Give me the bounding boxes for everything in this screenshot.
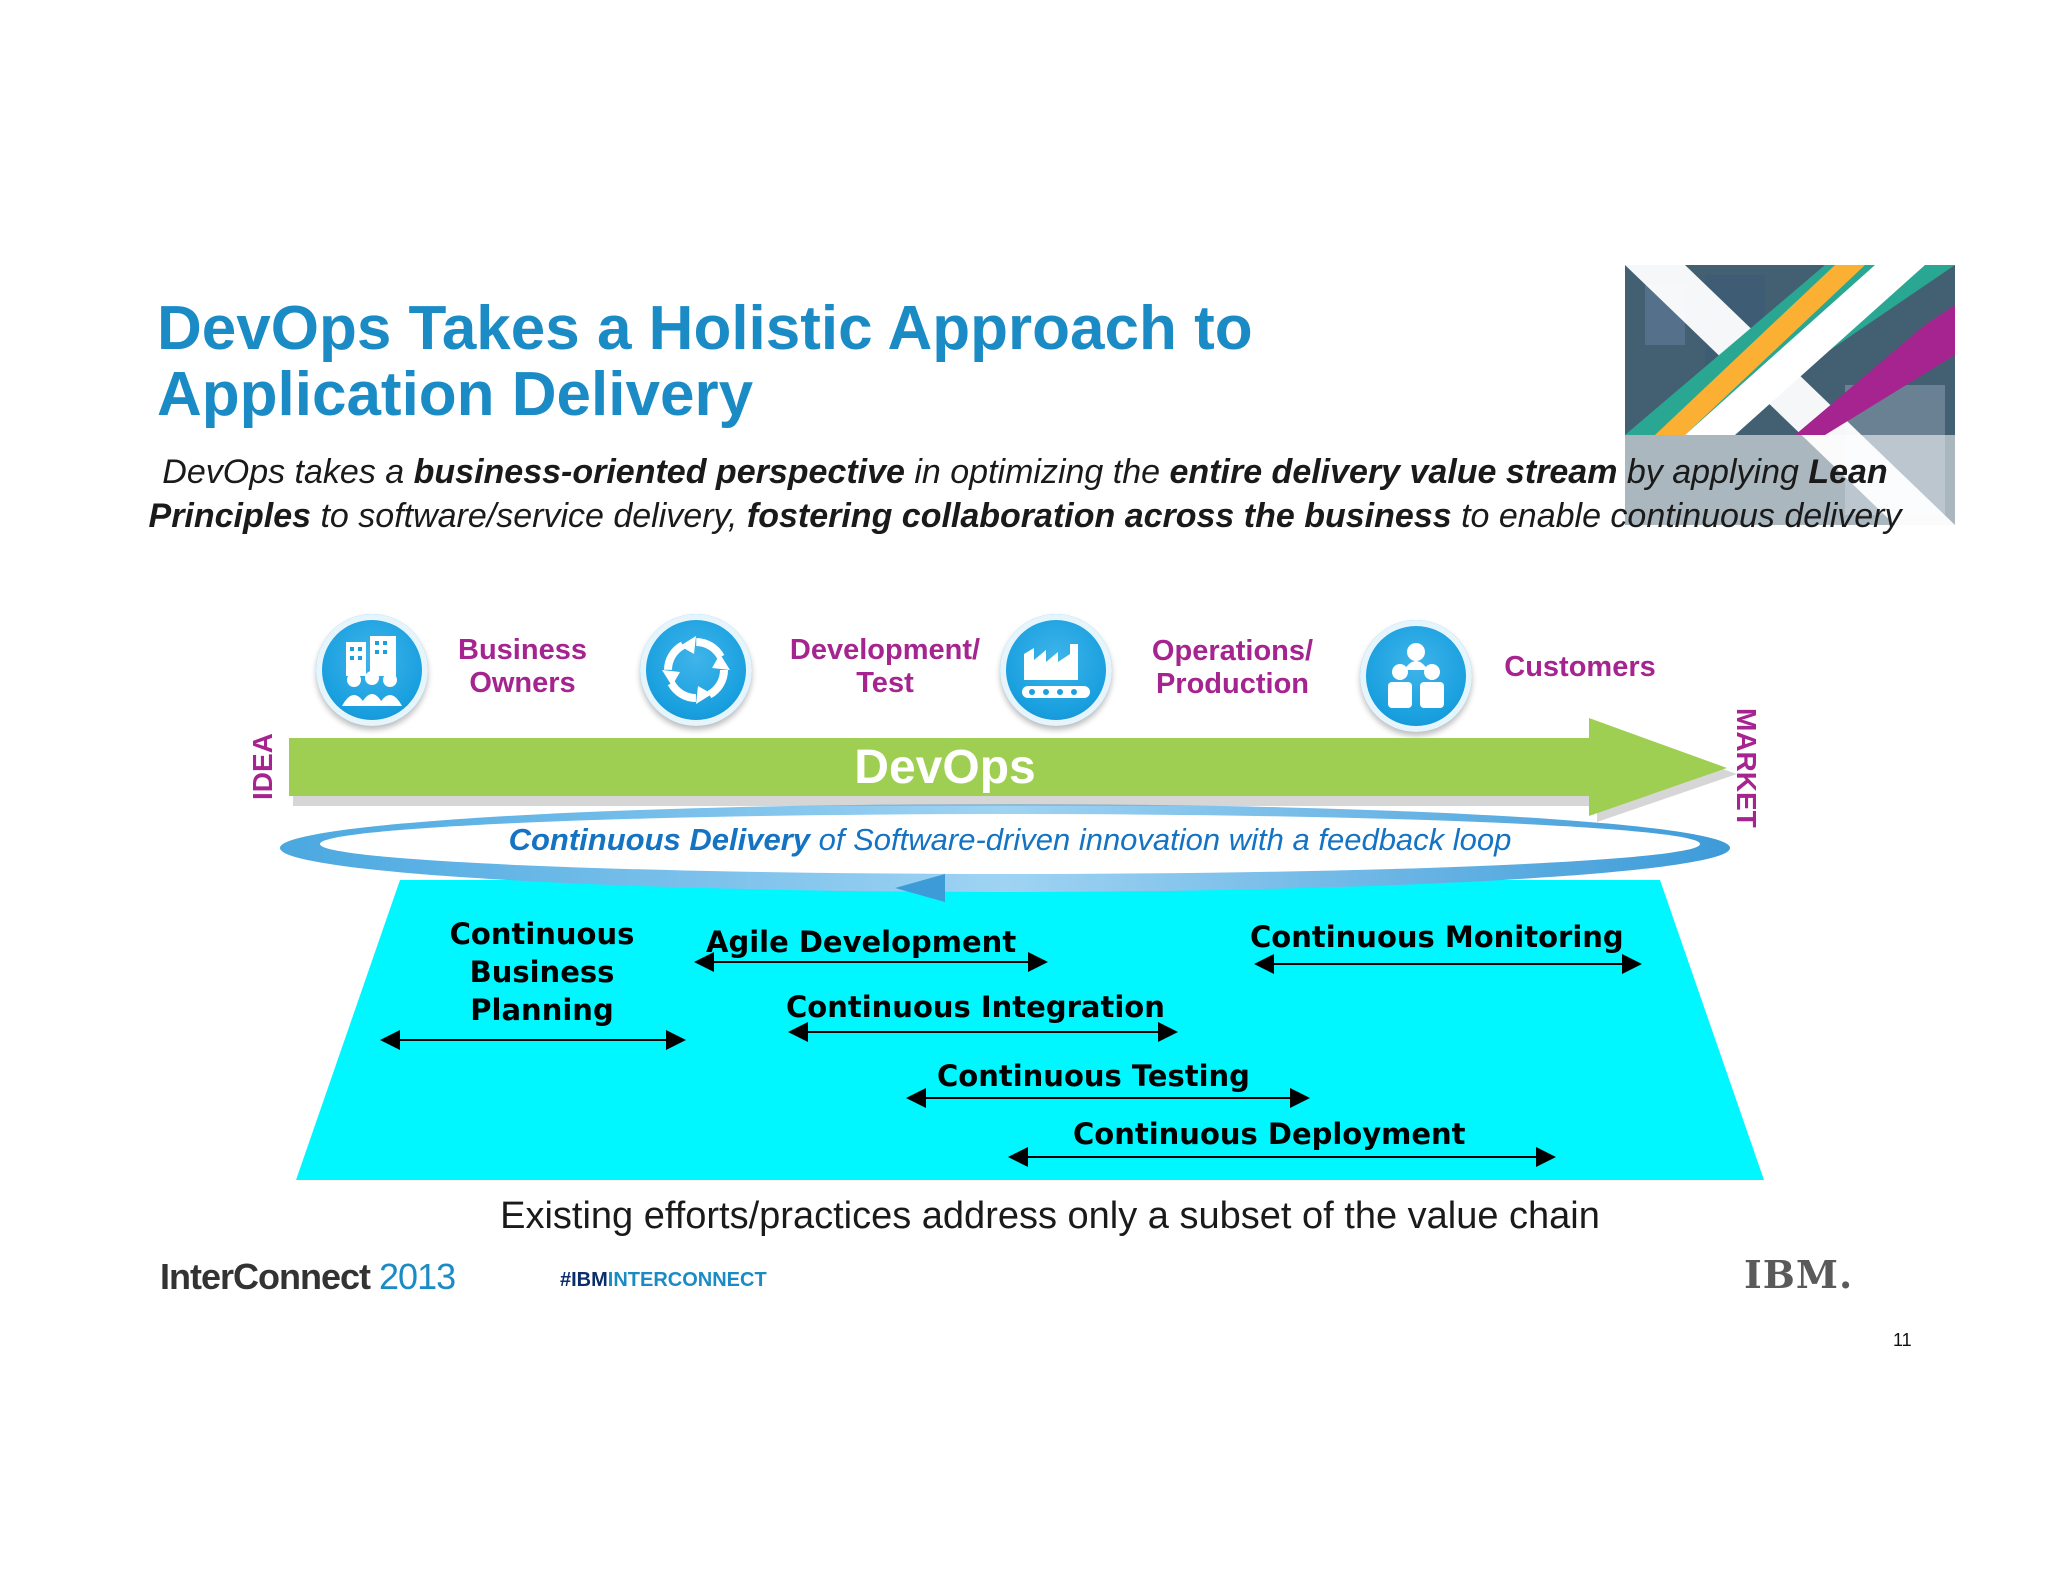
subtitle-emphasis: entire delivery value stream — [1169, 453, 1618, 491]
brand-year: 2013 — [379, 1256, 456, 1297]
practice-label-line: Planning — [470, 993, 614, 1027]
subtitle-text: by applying — [1617, 453, 1809, 491]
continuous-delivery-emphasis: Continuous Delivery — [508, 822, 811, 857]
subtitle-emphasis: business-oriented perspective — [413, 453, 905, 491]
brand-name: InterConnect — [160, 1256, 371, 1297]
subtitle-text: DevOps takes a — [162, 453, 414, 491]
subtitle-text: to software/service delivery, — [311, 497, 747, 535]
hashtag-prefix: #IBM — [560, 1269, 608, 1291]
practice-continuous-deployment: Continuous Deployment — [1073, 1117, 1466, 1151]
actor-label-operations-production: Operations/ Production — [1130, 635, 1335, 701]
actor-label-line: Development/ — [789, 634, 981, 666]
practice-continuous-business-planning: Continuous Business Planning — [437, 915, 647, 1029]
interconnect-logo: InterConnect 2013 — [160, 1256, 456, 1298]
subtitle-emphasis: Lean Principles — [148, 453, 1888, 535]
actor-label-business-owners: Business Owners — [430, 634, 615, 700]
practice-label-line: Continuous — [449, 917, 635, 951]
bottom-note: Existing efforts/practices address only … — [500, 1195, 1600, 1237]
subtitle-emphasis: fostering collaboration across the busin… — [746, 497, 1452, 535]
practice-continuous-testing: Continuous Testing — [937, 1059, 1250, 1093]
subtitle-text: in optimizing the — [904, 453, 1170, 491]
devops-arrow — [289, 718, 1737, 822]
page-number: 11 — [1893, 1330, 1912, 1350]
cycle-arrows-icon — [640, 614, 752, 726]
devops-arrow-label: DevOps — [854, 741, 1036, 794]
slide-title-line2: Application Delivery — [157, 360, 754, 429]
subtitle-paragraph: DevOps takes a business-oriented perspec… — [140, 450, 1910, 538]
slide-title: DevOps Takes a Holistic Approach to Appl… — [157, 296, 1457, 428]
practice-continuous-integration: Continuous Integration — [786, 990, 1165, 1024]
actor-label-line: Owners — [469, 667, 576, 699]
actor-label-line: Test — [856, 667, 914, 699]
actor-label-line: Customers — [1504, 651, 1656, 683]
customers-group-icon — [1360, 620, 1472, 732]
actor-label-line: Business — [458, 634, 587, 666]
practice-agile-development: Agile Development — [706, 925, 1017, 959]
event-hashtag: #IBMINTERCONNECT — [560, 1269, 767, 1292]
ibm-logo: IBM. — [1744, 1252, 1854, 1297]
slide-title-line1: DevOps Takes a Holistic Approach to — [157, 294, 1253, 363]
continuous-delivery-text: of Software-driven innovation with a fee… — [810, 822, 1512, 857]
feedback-loop-ellipse — [280, 804, 1730, 902]
buildings-people-icon — [316, 614, 428, 726]
factory-conveyor-icon — [1000, 614, 1112, 726]
actor-label-development-test: Development/ Test — [770, 634, 1000, 700]
hashtag-suffix: INTERCONNECT — [607, 1269, 767, 1291]
actor-label-line: Operations/ — [1151, 635, 1314, 667]
practice-label-line: Business — [469, 955, 615, 989]
continuous-delivery-caption: Continuous Delivery of Software-driven i… — [300, 822, 1720, 858]
practice-continuous-monitoring: Continuous Monitoring — [1250, 920, 1624, 954]
subtitle-text: to enable continuous delivery — [1451, 497, 1902, 535]
actor-label-line: Production — [1155, 668, 1310, 700]
actor-label-customers: Customers — [1480, 651, 1680, 684]
decorative-corner-graphic — [1625, 265, 1955, 525]
